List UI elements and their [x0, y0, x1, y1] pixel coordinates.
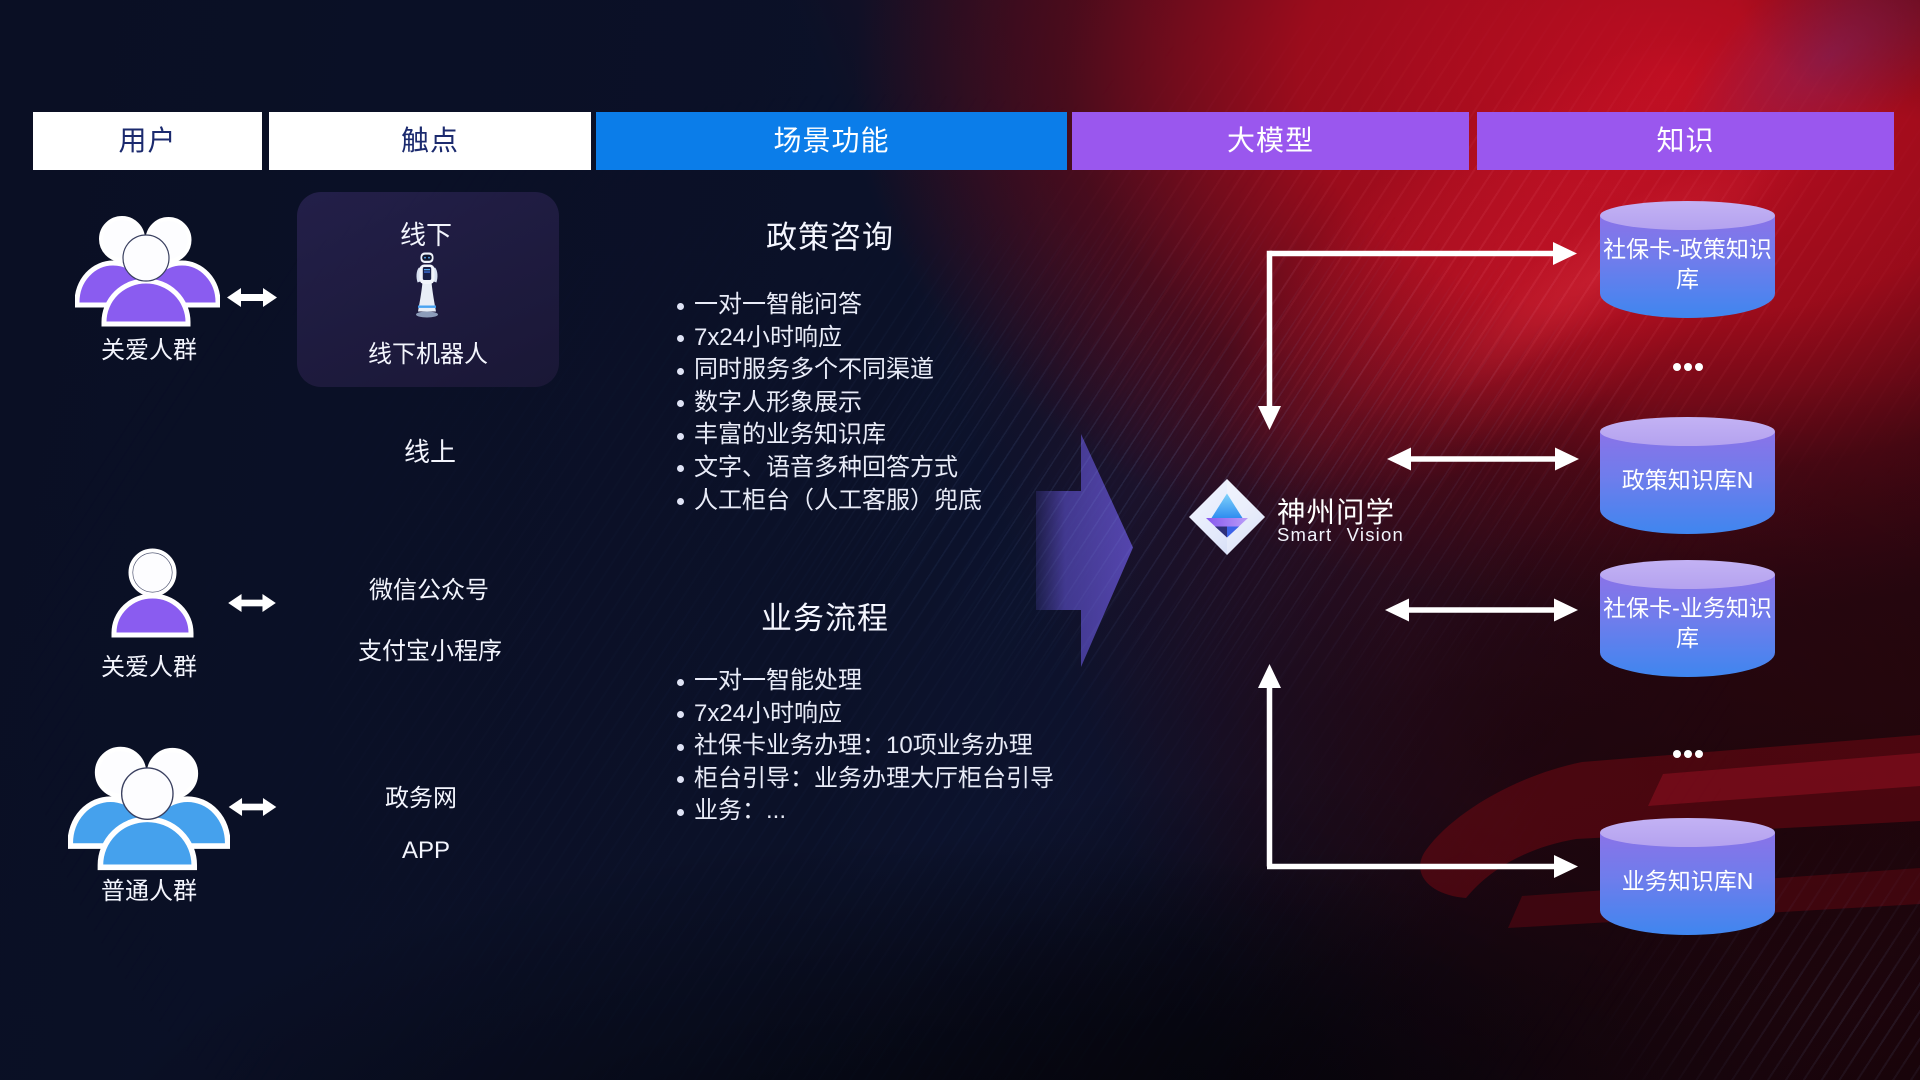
- business-item: 7x24小时响应: [677, 698, 1054, 731]
- policy-consult-list: 一对一智能问答 7x24小时响应 同时服务多个不同渠道 数字人形象展示 丰富的业…: [677, 289, 982, 517]
- online-title: 线上: [403, 437, 456, 467]
- header-touchpoints: 触点: [269, 112, 591, 170]
- robot-icon: [416, 252, 438, 318]
- header-large-model-label: 大模型: [1226, 125, 1314, 156]
- channel-app: APP: [401, 837, 451, 864]
- header-knowledge-label: 知识: [1656, 125, 1715, 156]
- business-item: 社保卡业务办理：10项业务办理: [677, 730, 1054, 763]
- cylinder-body: [1600, 574, 1775, 677]
- ellipsis-dots-2: [1673, 750, 1703, 758]
- policy-item: 丰富的业务知识库: [677, 419, 982, 452]
- people-group-purple-icon: [75, 216, 220, 327]
- cylinder-body: [1600, 215, 1775, 318]
- channel-alipay: 支付宝小程序: [358, 638, 502, 665]
- policy-item: 7x24小时响应: [677, 322, 982, 355]
- policy-item: 数字人形象展示: [677, 387, 982, 420]
- cylinder-label: 社保卡-政策知识库: [1603, 236, 1772, 292]
- cylinder-body: [1600, 832, 1775, 935]
- dot: [1695, 363, 1703, 371]
- cylinder-top: [1600, 818, 1775, 847]
- smart-vision-logo-icon: [1189, 479, 1265, 555]
- double-arrow-icon-2: [228, 593, 276, 613]
- business-item: 一对一智能处理: [677, 665, 1054, 698]
- policy-item: 同时服务多个不同渠道: [677, 354, 982, 387]
- cylinder-business-knowledge-n: 业务知识库N: [1600, 818, 1775, 935]
- double-arrow-icon-1: [227, 288, 277, 307]
- people-group-blue-icon: [68, 746, 230, 871]
- user-label-general-group: 普通人群: [101, 878, 197, 905]
- cylinder-business-knowledge-shebao: 社保卡-业务知识库: [1600, 560, 1775, 677]
- business-item: 柜台引导：业务办理大厅柜台引导: [677, 763, 1054, 796]
- brand-subtitle: Smart Vision: [1277, 524, 1404, 545]
- header-knowledge: 知识: [1477, 112, 1894, 170]
- user-label-care-group-2: 关爱人群: [101, 654, 197, 681]
- cylinder-body: [1600, 431, 1775, 534]
- dot: [1684, 363, 1692, 371]
- policy-consult-title: 政策咨询: [766, 220, 894, 255]
- cylinder-policy-knowledge-n: 政策知识库N: [1600, 417, 1775, 534]
- big-flow-arrow: [1036, 434, 1133, 667]
- cylinder-top: [1600, 560, 1775, 589]
- header-users: 用户: [33, 112, 262, 170]
- policy-item: 一对一智能问答: [677, 289, 982, 322]
- cylinder-policy-knowledge-shebao: 社保卡-政策知识库: [1600, 201, 1775, 318]
- ellipsis-dots-1: [1673, 363, 1703, 371]
- channel-wechat: 微信公众号: [369, 577, 489, 604]
- offline-title: 线下: [399, 220, 452, 250]
- business-flow-list: 一对一智能处理 7x24小时响应 社保卡业务办理：10项业务办理 柜台引导：业务…: [677, 665, 1054, 828]
- business-flow-title: 业务流程: [761, 601, 889, 636]
- dot: [1673, 750, 1681, 758]
- policy-item: 文字、语音多种回答方式: [677, 452, 982, 485]
- header-large-model: 大模型: [1072, 112, 1469, 170]
- cylinder-label: 社保卡-业务知识库: [1603, 595, 1772, 651]
- offline-robot-label: 线下机器人: [368, 341, 488, 368]
- header-scene-functions: 场景功能: [596, 112, 1067, 170]
- user-label-care-group-1: 关爱人群: [101, 337, 197, 364]
- business-item: 业务：...: [677, 795, 1054, 828]
- cylinder-top: [1600, 201, 1775, 230]
- brand-name: 神州问学: [1277, 497, 1396, 529]
- header-touchpoints-label: 触点: [400, 125, 459, 156]
- cylinder-label: 政策知识库N: [1621, 467, 1754, 493]
- dot: [1695, 750, 1703, 758]
- policy-item: 人工柜台（人工客服）兜底: [677, 485, 982, 518]
- person-single-purple-icon: [111, 548, 194, 638]
- cylinder-label: 业务知识库N: [1621, 868, 1754, 894]
- cylinder-top: [1600, 417, 1775, 446]
- dot: [1684, 750, 1692, 758]
- header-users-label: 用户: [118, 125, 177, 156]
- connector-arrows: [1258, 242, 1579, 878]
- double-arrow-icon-3: [228, 797, 277, 817]
- dot: [1673, 363, 1681, 371]
- channel-gov-web: 政务网: [385, 785, 457, 812]
- header-scene-functions-label: 场景功能: [773, 125, 890, 156]
